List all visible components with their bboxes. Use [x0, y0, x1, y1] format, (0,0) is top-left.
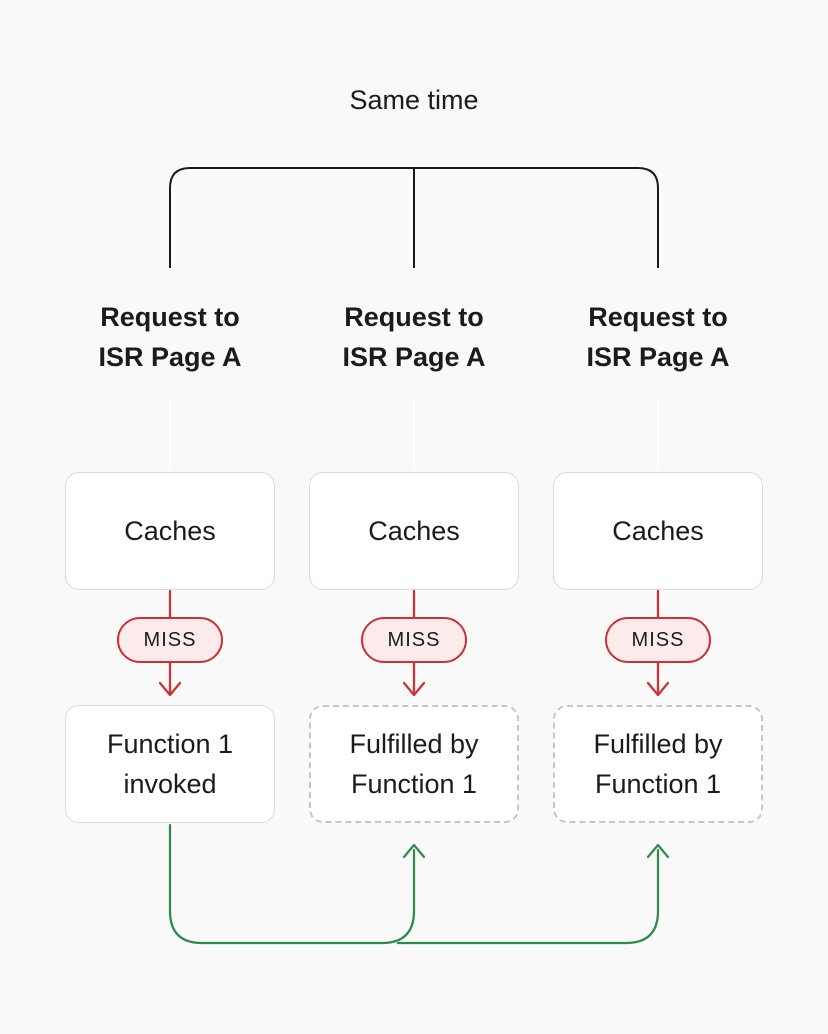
function-flow-arrow — [168, 823, 416, 945]
fulfilled-by-box: Fulfilled by Function 1 — [309, 705, 519, 823]
request-label: Request to ISR Page A — [98, 302, 242, 372]
miss-badge: MISS — [605, 617, 711, 663]
request-label: Request to ISR Page A — [586, 302, 730, 372]
function-flow-arrowhead — [402, 843, 426, 859]
request-label: Request to ISR Page A — [342, 302, 486, 372]
fulfilled-by-box: Fulfilled by Function 1 — [553, 705, 763, 823]
function-invoked-box: Function 1 invoked — [65, 705, 275, 823]
function-flow-arrow — [396, 848, 660, 945]
function-flow-arrowhead — [646, 843, 670, 859]
cache-box: Caches — [309, 472, 519, 590]
cache-box: Caches — [553, 472, 763, 590]
miss-arrowhead — [402, 681, 426, 697]
miss-arrowhead — [158, 681, 182, 697]
miss-badge: MISS — [117, 617, 223, 663]
miss-arrowhead — [646, 681, 670, 697]
miss-badge: MISS — [361, 617, 467, 663]
cache-box: Caches — [65, 472, 275, 590]
diagram-title: Same time — [349, 85, 479, 115]
